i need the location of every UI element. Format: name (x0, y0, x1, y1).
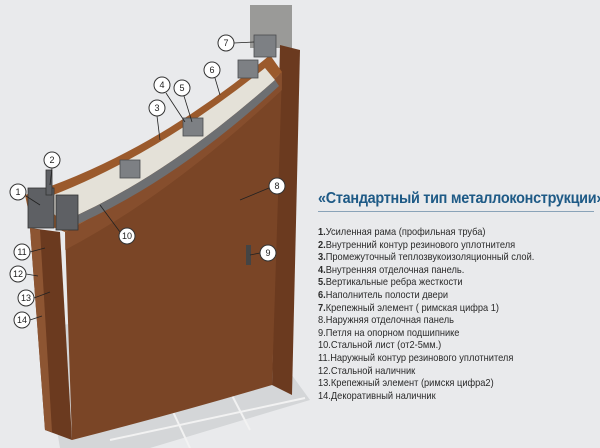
legend-text: Стальной наличник (330, 365, 416, 377)
legend-item: 1.Усиленная рама (профильная труба) (318, 227, 534, 240)
svg-text:7: 7 (223, 38, 228, 48)
legend-number: 1. (318, 227, 326, 238)
legend-text: Внутренний контур резинового уплотнителя (325, 239, 516, 251)
legend-item: 8.Наружняя отделочная панель (318, 315, 534, 328)
legend-number: 2. (318, 239, 326, 251)
svg-text:9: 9 (265, 248, 270, 258)
legend-item: 14.Декоративный наличник (318, 391, 534, 404)
legend-item: 10.Стальной лист (от2-5мм.) (318, 340, 534, 353)
svg-text:2: 2 (49, 155, 54, 165)
legend-number: 7. (318, 302, 326, 314)
legend-text: Крепежный элемент (римскя цифра2) (330, 378, 494, 390)
legend-number: 14. (318, 390, 331, 402)
legend-item: 5.Вертикальные ребра жесткости (318, 277, 534, 290)
legend-text: Декоративный наличник (330, 390, 436, 402)
legend-number: 6. (318, 289, 326, 301)
svg-text:6: 6 (209, 65, 214, 75)
legend-text: Внутренняя отделочная панель. (325, 264, 465, 276)
legend-item: 9.Петля на опорном подшипнике (318, 328, 534, 341)
legend-number: 11. (318, 352, 331, 364)
legend-item: 4.Внутренняя отделочная панель. (318, 265, 534, 278)
callout-13: 13 (17, 289, 35, 307)
callout-8: 8 (268, 177, 286, 195)
legend-text: Крепежный элемент ( римская цифра 1) (325, 302, 500, 314)
steel-sheet (62, 80, 279, 230)
legend-item: 2.Внутренний контур резинового уплотните… (318, 240, 534, 253)
hinge (246, 245, 251, 265)
outer-panel (65, 72, 282, 440)
component-legend: 1.Усиленная рама (профильная труба)2.Вну… (318, 227, 534, 403)
legend-number: 5. (318, 277, 326, 289)
svg-text:4: 4 (159, 80, 164, 90)
callout-5: 5 (173, 79, 191, 97)
legend-number: 8. (318, 315, 326, 327)
legend-number: 3. (318, 252, 326, 264)
diagram-title: «Стандартный тип металлоконструкции» (318, 190, 600, 207)
svg-text:12: 12 (13, 269, 23, 279)
legend-text: Наружный контур резинового уплотнителя (330, 352, 514, 364)
legend-item: 13.Крепежный элемент (римскя цифра2) (318, 378, 534, 391)
callout-6: 6 (203, 61, 221, 79)
callout-10: 10 (118, 227, 136, 245)
svg-text:13: 13 (21, 293, 31, 303)
legend-text: Наружняя отделочная панель (325, 315, 454, 327)
legend-text: Наполнитель полости двери (325, 289, 449, 301)
legend-text: Вертикальные ребра жесткости (325, 277, 463, 289)
legend-item: 3.Промежуточный теплозвукоизоляционный с… (318, 252, 534, 265)
callout-4: 4 (153, 76, 171, 94)
callout-9: 9 (259, 244, 277, 262)
callout-3: 3 (148, 99, 166, 117)
svg-text:14: 14 (17, 315, 27, 325)
legend-text: Промежуточный теплозвукоизоляционный сло… (325, 252, 535, 264)
legend-number: 4. (318, 264, 326, 276)
legend-number: 10. (318, 340, 331, 352)
callout-12: 12 (9, 265, 27, 283)
legend-item: 6.Наполнитель полости двери (318, 290, 534, 303)
legend-number: 9. (318, 327, 326, 339)
callout-2: 2 (43, 151, 61, 169)
svg-text:11: 11 (17, 247, 26, 257)
legend-item: 11.Наружный контур резинового уплотнител… (318, 353, 534, 366)
svg-text:3: 3 (154, 103, 159, 113)
legend-text: Усиленная рама (профильная труба) (325, 227, 486, 238)
insulation-layer (40, 68, 275, 222)
callout-1: 1 (9, 183, 27, 201)
legend-item: 7.Крепежный элемент ( римская цифра 1) (318, 303, 534, 316)
legend-text: Стальной лист (от2-5мм.) (330, 340, 442, 352)
legend-item: 12.Стальной наличник (318, 366, 534, 379)
callout-11: 11 (13, 243, 31, 261)
legend-number: 13. (318, 378, 331, 390)
svg-text:10: 10 (122, 231, 132, 241)
svg-text:5: 5 (179, 83, 184, 93)
callout-7: 7 (217, 34, 235, 52)
legend-number: 12. (318, 365, 331, 377)
callout-14: 14 (13, 311, 31, 329)
svg-text:8: 8 (274, 181, 279, 191)
legend-text: Петля на опорном подшипнике (325, 327, 460, 339)
title-underline (318, 211, 594, 212)
svg-text:1: 1 (15, 187, 20, 197)
stiffening-ribs (119, 34, 277, 179)
frame-profile (27, 169, 79, 231)
